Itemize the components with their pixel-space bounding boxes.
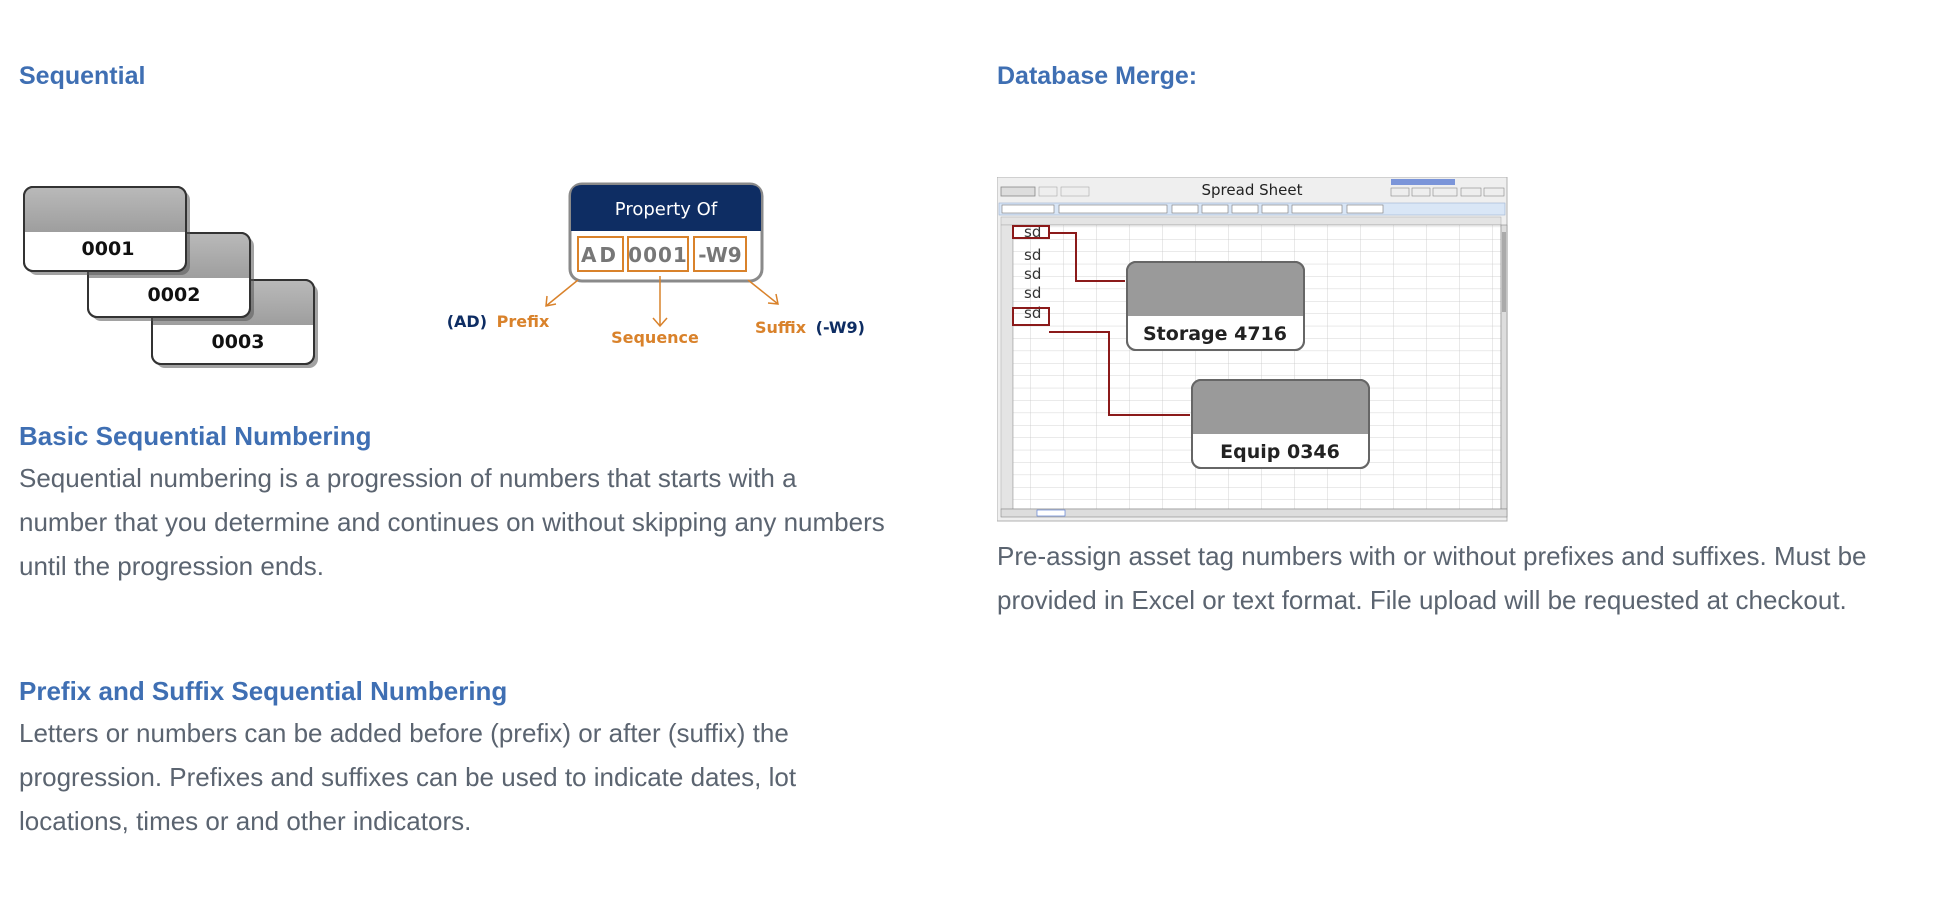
merge-line-1 <box>1049 232 1125 282</box>
cell-sd-2: sd <box>1024 246 1041 264</box>
cell-sd-1: sd <box>1024 223 1041 241</box>
database-merge-description: Pre-assign asset tag numbers with or wit… <box>997 534 1867 622</box>
prefix-suffix-diagram: Property Of AD 0001 -W9 (AD) Prefix Sequ… <box>448 182 865 347</box>
cell-sd-3: sd <box>1024 265 1041 283</box>
text-line: locations, times or and other indicators… <box>19 806 472 836</box>
stacked-tags-figure: 0003 0002 0001 <box>23 186 318 368</box>
cell-sd-5: sd <box>1024 304 1041 322</box>
merge-line-2 <box>1049 331 1190 416</box>
prefix-caption: (AD) Prefix <box>448 312 550 331</box>
merged-tag-storage-label: Storage 4716 <box>1143 323 1287 345</box>
sequence-code: 0001 <box>628 243 688 267</box>
prefix-suffix-numbering-title: Prefix and Suffix Sequential Numbering <box>19 676 508 706</box>
suffix-caption: Suffix (-W9) <box>755 318 865 337</box>
tag-0001: 0001 <box>23 186 190 275</box>
property-tag: Property Of AD 0001 -W9 <box>568 182 764 283</box>
tag-label-0002: 0002 <box>148 284 201 306</box>
basic-numbering-title: Basic Sequential Numbering <box>19 421 372 451</box>
sequence-caption: Sequence <box>611 328 699 347</box>
text-line: Letters or numbers can be added before (… <box>19 718 789 748</box>
property-of-label: Property Of <box>615 199 718 220</box>
prefix-code: AD <box>581 243 619 267</box>
tag-label-0001: 0001 <box>82 238 135 260</box>
text-line: Pre-assign asset tag numbers with or wit… <box>997 541 1867 571</box>
spreadsheet-merge-figure: Spread Sheet sd sd sd sd sd <box>997 177 1508 522</box>
cell-sd-4: sd <box>1024 284 1041 302</box>
spreadsheet-title: Spread Sheet <box>1202 181 1303 199</box>
basic-numbering-description: Sequential numbering is a progression of… <box>19 456 885 588</box>
tag-label-0003: 0003 <box>212 331 265 353</box>
sequential-heading: Sequential <box>19 62 146 90</box>
text-line: provided in Excel or text format. File u… <box>997 585 1847 615</box>
text-line: until the progression ends. <box>19 551 324 581</box>
text-line: progression. Prefixes and suffixes can b… <box>19 762 797 792</box>
suffix-code: -W9 <box>698 243 741 267</box>
text-line: Sequential numbering is a progression of… <box>19 463 797 493</box>
merged-tag-equip: Equip 0346 <box>1191 379 1370 469</box>
database-merge-heading: Database Merge: <box>997 62 1198 90</box>
merged-tag-storage: Storage 4716 <box>1126 261 1305 351</box>
prefix-suffix-numbering-description: Letters or numbers can be added before (… <box>19 711 796 843</box>
annotation-arrows <box>545 276 779 328</box>
merged-tag-equip-label: Equip 0346 <box>1220 441 1340 463</box>
text-line: number that you determine and continues … <box>19 507 885 537</box>
